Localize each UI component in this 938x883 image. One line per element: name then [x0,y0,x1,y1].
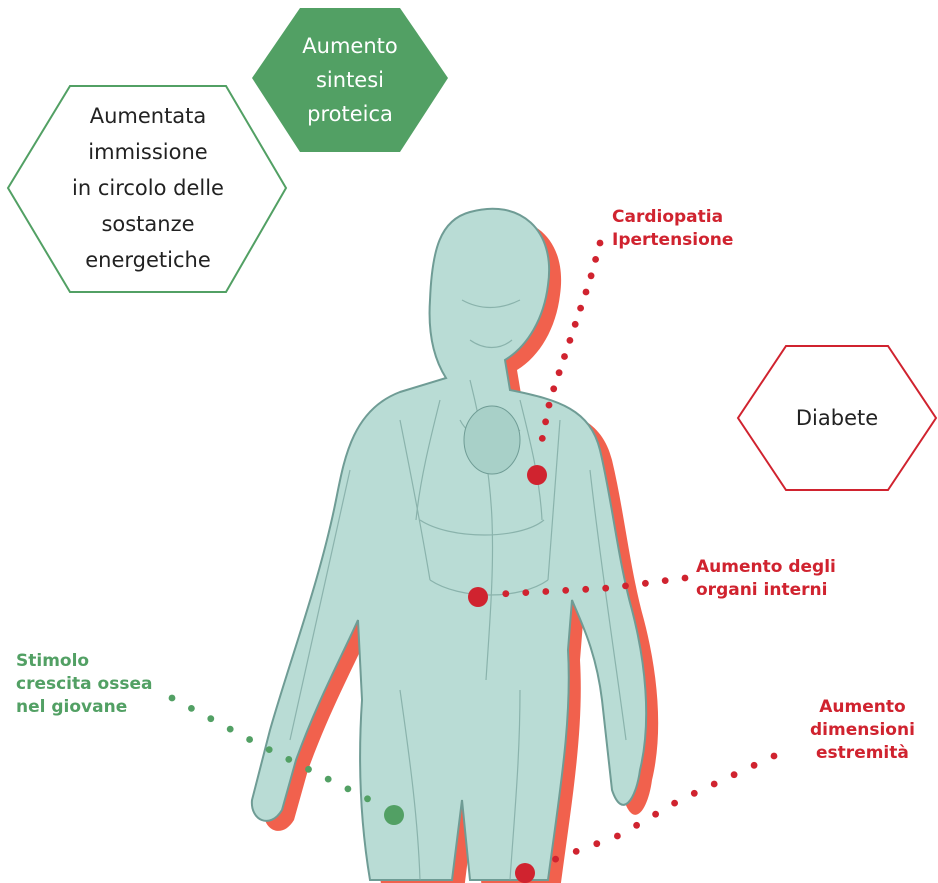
bone-connector-dot [285,756,292,763]
heart-connector-dot [597,240,604,247]
bone-point [384,805,404,825]
extremities-connector-dot [671,800,678,807]
heart-connector-dot [556,369,563,376]
label-heart: Cardiopatia Ipertensione [612,206,733,252]
organs-connector-dot [662,577,669,584]
extremities-connector-dot [593,840,600,847]
organs-point [468,587,488,607]
heart-connector-dot [542,418,549,425]
extremities-connector-dot [691,790,698,797]
organs-connector-dot [562,587,569,594]
heart-connector-dot [588,272,595,279]
bone-connector-dot [169,695,176,702]
extremities-connector-dot [573,848,580,855]
energy-release-text-box: Aumentata immissione in circolo delle so… [30,92,266,284]
extremities-connector-dot [751,762,758,769]
extremities-connector-dot [652,811,659,818]
organs-connector-dot [642,580,649,587]
protein-synthesis-text: Aumento sintesi proteica [302,29,397,131]
bone-connector-dot [364,795,371,802]
extremities-point [515,863,535,883]
bone-connector-dot [207,715,214,722]
extremities-connector-dot [711,781,718,788]
heart-connector-dot [577,305,584,312]
heart-shape [464,406,520,474]
heart-connector-dot [567,337,574,344]
organs-connector-dot [542,588,549,595]
extremities-connector-dot [633,822,640,829]
heart-connector-dot [550,385,557,392]
bone-connector-dot [345,786,352,793]
organs-connector-dot [682,575,689,582]
heart-connector-dot [539,435,546,442]
diabetes-text: Diabete [796,406,878,430]
organs-connector-dot [622,583,629,590]
energy-release-text: Aumentata immissione in circolo delle so… [72,98,224,278]
heart-connector-dot [546,402,553,409]
bone-connector-dot [325,776,332,783]
extremities-connector-dot [614,833,621,840]
organs-connector-dot [522,589,529,596]
bone-connector-dot [266,746,273,753]
heart-connector-dot [561,353,568,360]
label-extremities: Aumento dimensioni estremità [810,696,915,765]
bone-connector-dot [305,766,312,773]
extremities-connector-dot [771,753,778,760]
body-silhouette [252,209,646,880]
human-body-figure [252,209,658,883]
heart-connector-dot [572,321,579,328]
diabetes-text-box: Diabete [748,348,926,488]
organs-connector-dot [602,585,609,592]
protein-synthesis-text-box: Aumento sintesi proteica [262,12,438,148]
organs-connector-dot [582,586,589,593]
heart-connector-dot [583,289,590,296]
heart-point [527,465,547,485]
bone-connector-dot [188,705,195,712]
extremities-connector-dot [731,771,738,778]
label-bone: Stimolo crescita ossea nel giovane [16,650,152,719]
organs-connector-dot [502,590,509,597]
bone-connector-dot [246,736,253,743]
bone-connector-dot [227,726,234,733]
extremities-connector-dot [552,856,559,863]
heart-connector-dot [592,256,599,263]
label-organs: Aumento degli organi interni [696,556,836,602]
